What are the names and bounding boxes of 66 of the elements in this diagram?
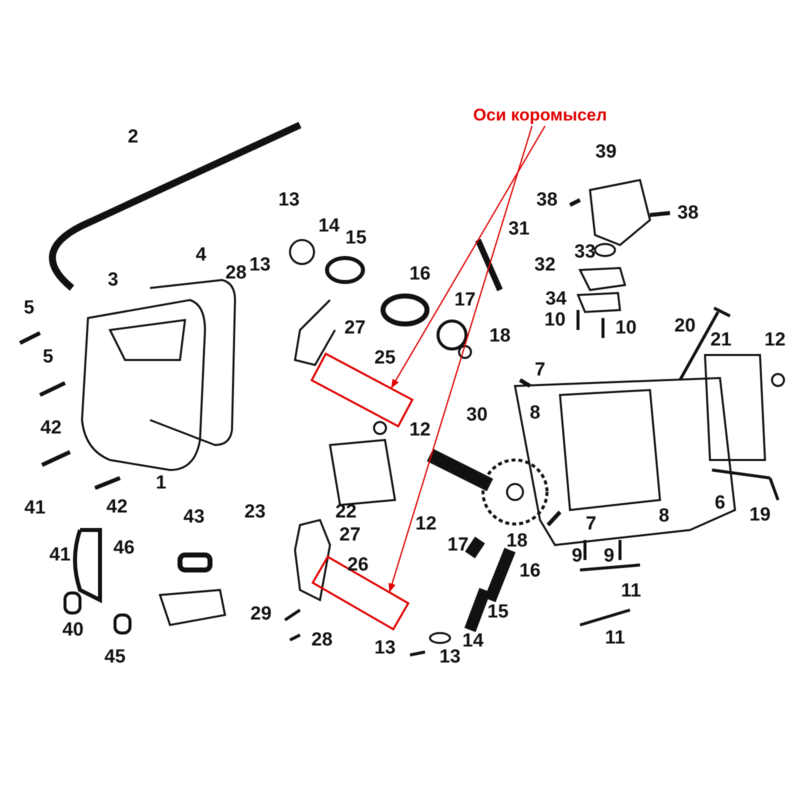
callout-number: 5: [24, 298, 34, 318]
callout-number: 16: [519, 562, 541, 580]
callout-number: 21: [710, 330, 732, 350]
callout-number: 12: [409, 420, 431, 440]
callout-number: 10: [544, 310, 566, 330]
highlight-frame: [310, 555, 410, 631]
callout-number: 12: [415, 514, 437, 534]
callout-number: 15: [487, 602, 509, 622]
callout-number: 30: [466, 406, 488, 424]
callout-number: 34: [545, 290, 567, 308]
callout-number: 5: [42, 348, 54, 366]
callout-number: 43: [183, 508, 205, 526]
callout-number: 17: [447, 536, 469, 554]
callout-number: 23: [244, 502, 266, 522]
callout-number: 33: [574, 242, 596, 262]
callout-number: 1: [156, 474, 166, 492]
callout-number: 29: [250, 604, 272, 624]
callout-number: 14: [462, 632, 484, 650]
callout-number: 13: [278, 190, 300, 210]
callout-text: Оси коромысел: [473, 106, 607, 124]
callout-number: 27: [339, 526, 361, 544]
callout-number: 25: [374, 348, 396, 368]
callout-number: 9: [604, 546, 614, 566]
callout-number: 39: [595, 142, 617, 162]
callout-number: 42: [106, 498, 128, 516]
callout-number: 11: [604, 628, 626, 648]
callout-number: 2: [128, 128, 138, 146]
callout-number: 10: [615, 318, 637, 338]
callout-number: 20: [674, 316, 696, 336]
callout-number: 38: [536, 190, 558, 210]
callout-number: 22: [335, 502, 357, 522]
callout-number: 16: [409, 264, 431, 284]
callout-number: 17: [454, 290, 476, 310]
callout-number: 8: [658, 506, 670, 526]
callout-number: 6: [714, 494, 726, 512]
callout-number: 41: [49, 546, 71, 564]
callout-number: 12: [764, 330, 786, 350]
callout-number: 7: [586, 514, 596, 534]
callout-number: 45: [104, 648, 126, 666]
callout-number: 41: [24, 498, 46, 518]
callout-number: 42: [40, 418, 62, 438]
callout-number: 8: [530, 404, 540, 422]
callout-number: 28: [311, 630, 333, 650]
callout-number: 9: [572, 546, 582, 566]
callout-number: 13: [439, 648, 461, 666]
callout-number: 18: [506, 532, 528, 550]
leader-arrow: [391, 126, 546, 388]
callout-number: 4: [196, 246, 206, 264]
callout-number: 19: [749, 506, 771, 524]
callout-number: 13: [374, 638, 396, 658]
callout-number: 7: [534, 360, 546, 380]
callout-number: 27: [344, 318, 366, 338]
callout-number: 32: [534, 256, 556, 274]
callout-number: 46: [113, 538, 135, 558]
callout-number: 26: [347, 556, 369, 574]
callout-number: 28: [225, 264, 247, 282]
callout-number: 13: [249, 256, 271, 274]
callout-number: 18: [489, 326, 511, 346]
callout-number: 31: [508, 220, 530, 238]
callout-number: 14: [318, 216, 340, 236]
callout-number: 11: [620, 582, 642, 600]
callout-number: 15: [345, 228, 367, 248]
leader-arrow: [388, 126, 533, 593]
callout-number: 40: [62, 620, 84, 640]
callout-number: 3: [108, 270, 118, 290]
callout-number: 38: [677, 204, 699, 222]
